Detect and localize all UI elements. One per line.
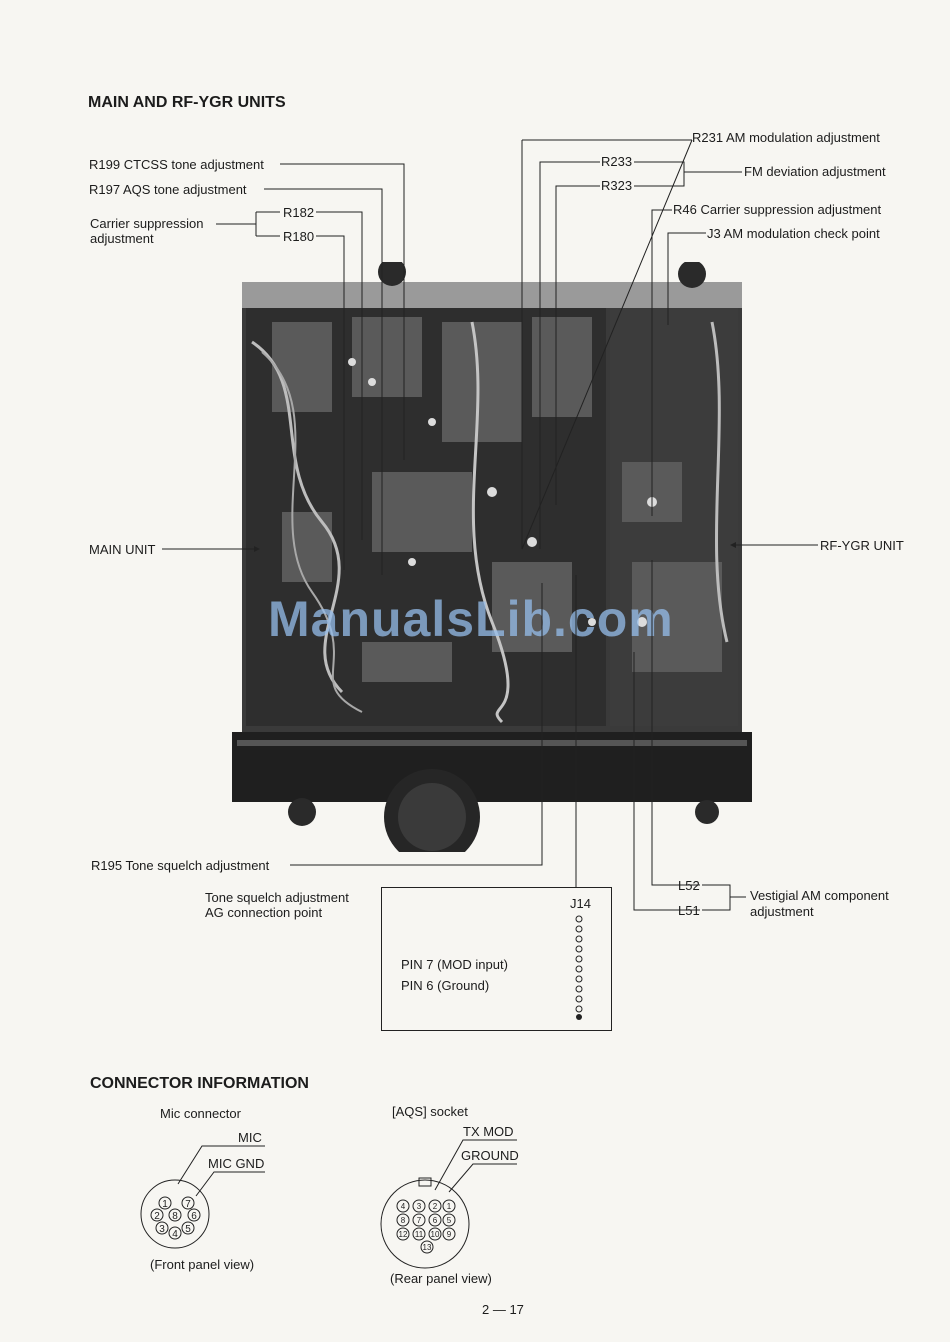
ground-label: GROUND (461, 1148, 519, 1163)
mic-connector-diagram: 1 7 2 8 6 3 4 5 (140, 1145, 265, 1249)
r231-label: R231 AM modulation adjustment (692, 130, 880, 145)
main-unit-label: MAIN UNIT (89, 542, 156, 557)
aqs-pin: 7 (417, 1216, 422, 1225)
mic-pin: 1 (162, 1199, 168, 1210)
r233-label: R233 (601, 154, 633, 169)
aqs-pin: 6 (433, 1216, 438, 1225)
aqs-pin: 5 (447, 1216, 452, 1225)
j14-inset (381, 887, 612, 1031)
aqs-pin: 12 (399, 1230, 408, 1239)
vestigial-label: Vestigial AM component (750, 888, 889, 903)
aqs-pin: 13 (423, 1243, 432, 1252)
mic-front-view-label: (Front panel view) (150, 1257, 255, 1272)
aqs-pin: 10 (431, 1230, 440, 1239)
aqs-pin: 2 (433, 1202, 438, 1211)
aqs-pin: 9 (447, 1230, 452, 1239)
aqs-pin: 4 (401, 1202, 406, 1211)
mic-pin: 7 (185, 1199, 191, 1210)
mic-connector-title: Mic connector (160, 1106, 241, 1121)
pin6-label: PIN 6 (Ground) (401, 978, 490, 993)
r195-label: R195 Tone squelch adjustment (91, 858, 270, 873)
aqs-pin: 3 (417, 1202, 422, 1211)
watermark: ManualsLib.com (268, 591, 674, 647)
mic-pin: 6 (191, 1211, 197, 1222)
mic-pin: 5 (185, 1224, 191, 1235)
aqs-pin: 8 (401, 1216, 406, 1225)
section-title-connector: CONNECTOR INFORMATION (90, 1075, 309, 1092)
carrier-suppression-label-2: adjustment (90, 231, 154, 246)
aqs-socket-diagram: 4 3 2 1 8 7 6 5 12 11 10 9 13 (380, 1139, 517, 1269)
pin7-label: PIN 7 (MOD input) (401, 957, 508, 972)
ag-connection-label: AG connection point (205, 905, 323, 920)
r46-label: R46 Carrier suppression adjustment (673, 202, 882, 217)
mic-pin: 8 (172, 1211, 178, 1222)
fm-deviation-label: FM deviation adjustment (744, 164, 886, 179)
j14-label: J14 (570, 896, 591, 911)
mic-pin-label: MIC (238, 1130, 262, 1145)
l52-label: L52 (678, 878, 700, 893)
mic-gnd-label: MIC GND (208, 1156, 265, 1171)
section-title-main: MAIN AND RF-YGR UNITS (88, 94, 286, 111)
r182-label: R182 (283, 205, 315, 220)
r180-label: R180 (283, 229, 315, 244)
mic-pin: 2 (154, 1211, 160, 1222)
l51-label: L51 (678, 903, 700, 918)
r323-label: R323 (601, 178, 633, 193)
j14-connector (575, 915, 583, 1020)
vestigial-label-2: adjustment (750, 904, 814, 919)
tx-mod-label: TX MOD (463, 1124, 514, 1139)
aqs-pin: 1 (447, 1202, 452, 1211)
page-number: 2 — 17 (482, 1302, 524, 1317)
aqs-rear-view-label: (Rear panel view) (390, 1271, 492, 1286)
aqs-socket-title: [AQS] socket (392, 1104, 468, 1119)
mic-pin: 3 (159, 1224, 165, 1235)
tone-squelch-label: Tone squelch adjustment (205, 890, 349, 905)
radio-internals-photo (232, 262, 752, 852)
j3-label: J3 AM modulation check point (707, 226, 880, 241)
aqs-pin: 11 (415, 1230, 424, 1239)
mic-pin: 4 (172, 1229, 178, 1240)
carrier-suppression-label: Carrier suppression (90, 216, 204, 231)
r197-label: R197 AQS tone adjustment (89, 182, 247, 197)
rf-ygr-unit-label: RF-YGR UNIT (820, 538, 904, 553)
r199-label: R199 CTCSS tone adjustment (89, 157, 264, 172)
